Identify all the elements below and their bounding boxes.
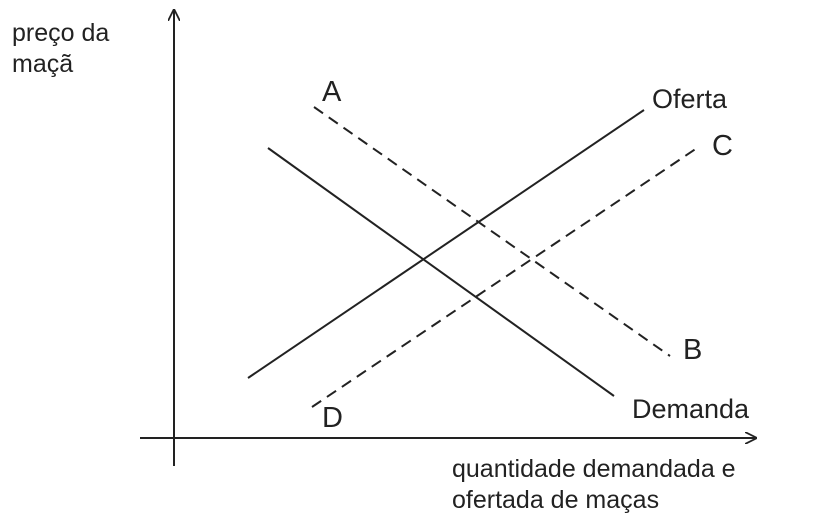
supply-curve [247, 109, 645, 379]
point-label-b: B [683, 334, 703, 366]
y-axis-label-line2: maçã [12, 50, 74, 79]
x-axis-label-line1: quantidade demandada e [452, 455, 736, 483]
x-axis-label-line2: ofertada de maças [452, 486, 660, 515]
supply-curve-label: Oferta [652, 84, 728, 114]
demand-curve [267, 147, 615, 397]
demand-curve-label: Demanda [632, 394, 750, 424]
y-axis-label-line1: preço da [12, 19, 110, 47]
x-axis-label: quantidade demandada e ofertada de maças [452, 454, 736, 517]
shifted-supply-curve-dc [311, 145, 701, 408]
point-label-d: D [322, 402, 343, 434]
shifted-demand-curve-ab [313, 106, 671, 357]
point-label-c: C [712, 130, 733, 162]
point-label-a: A [322, 76, 342, 108]
y-axis-label: preço da maçã [12, 18, 109, 81]
